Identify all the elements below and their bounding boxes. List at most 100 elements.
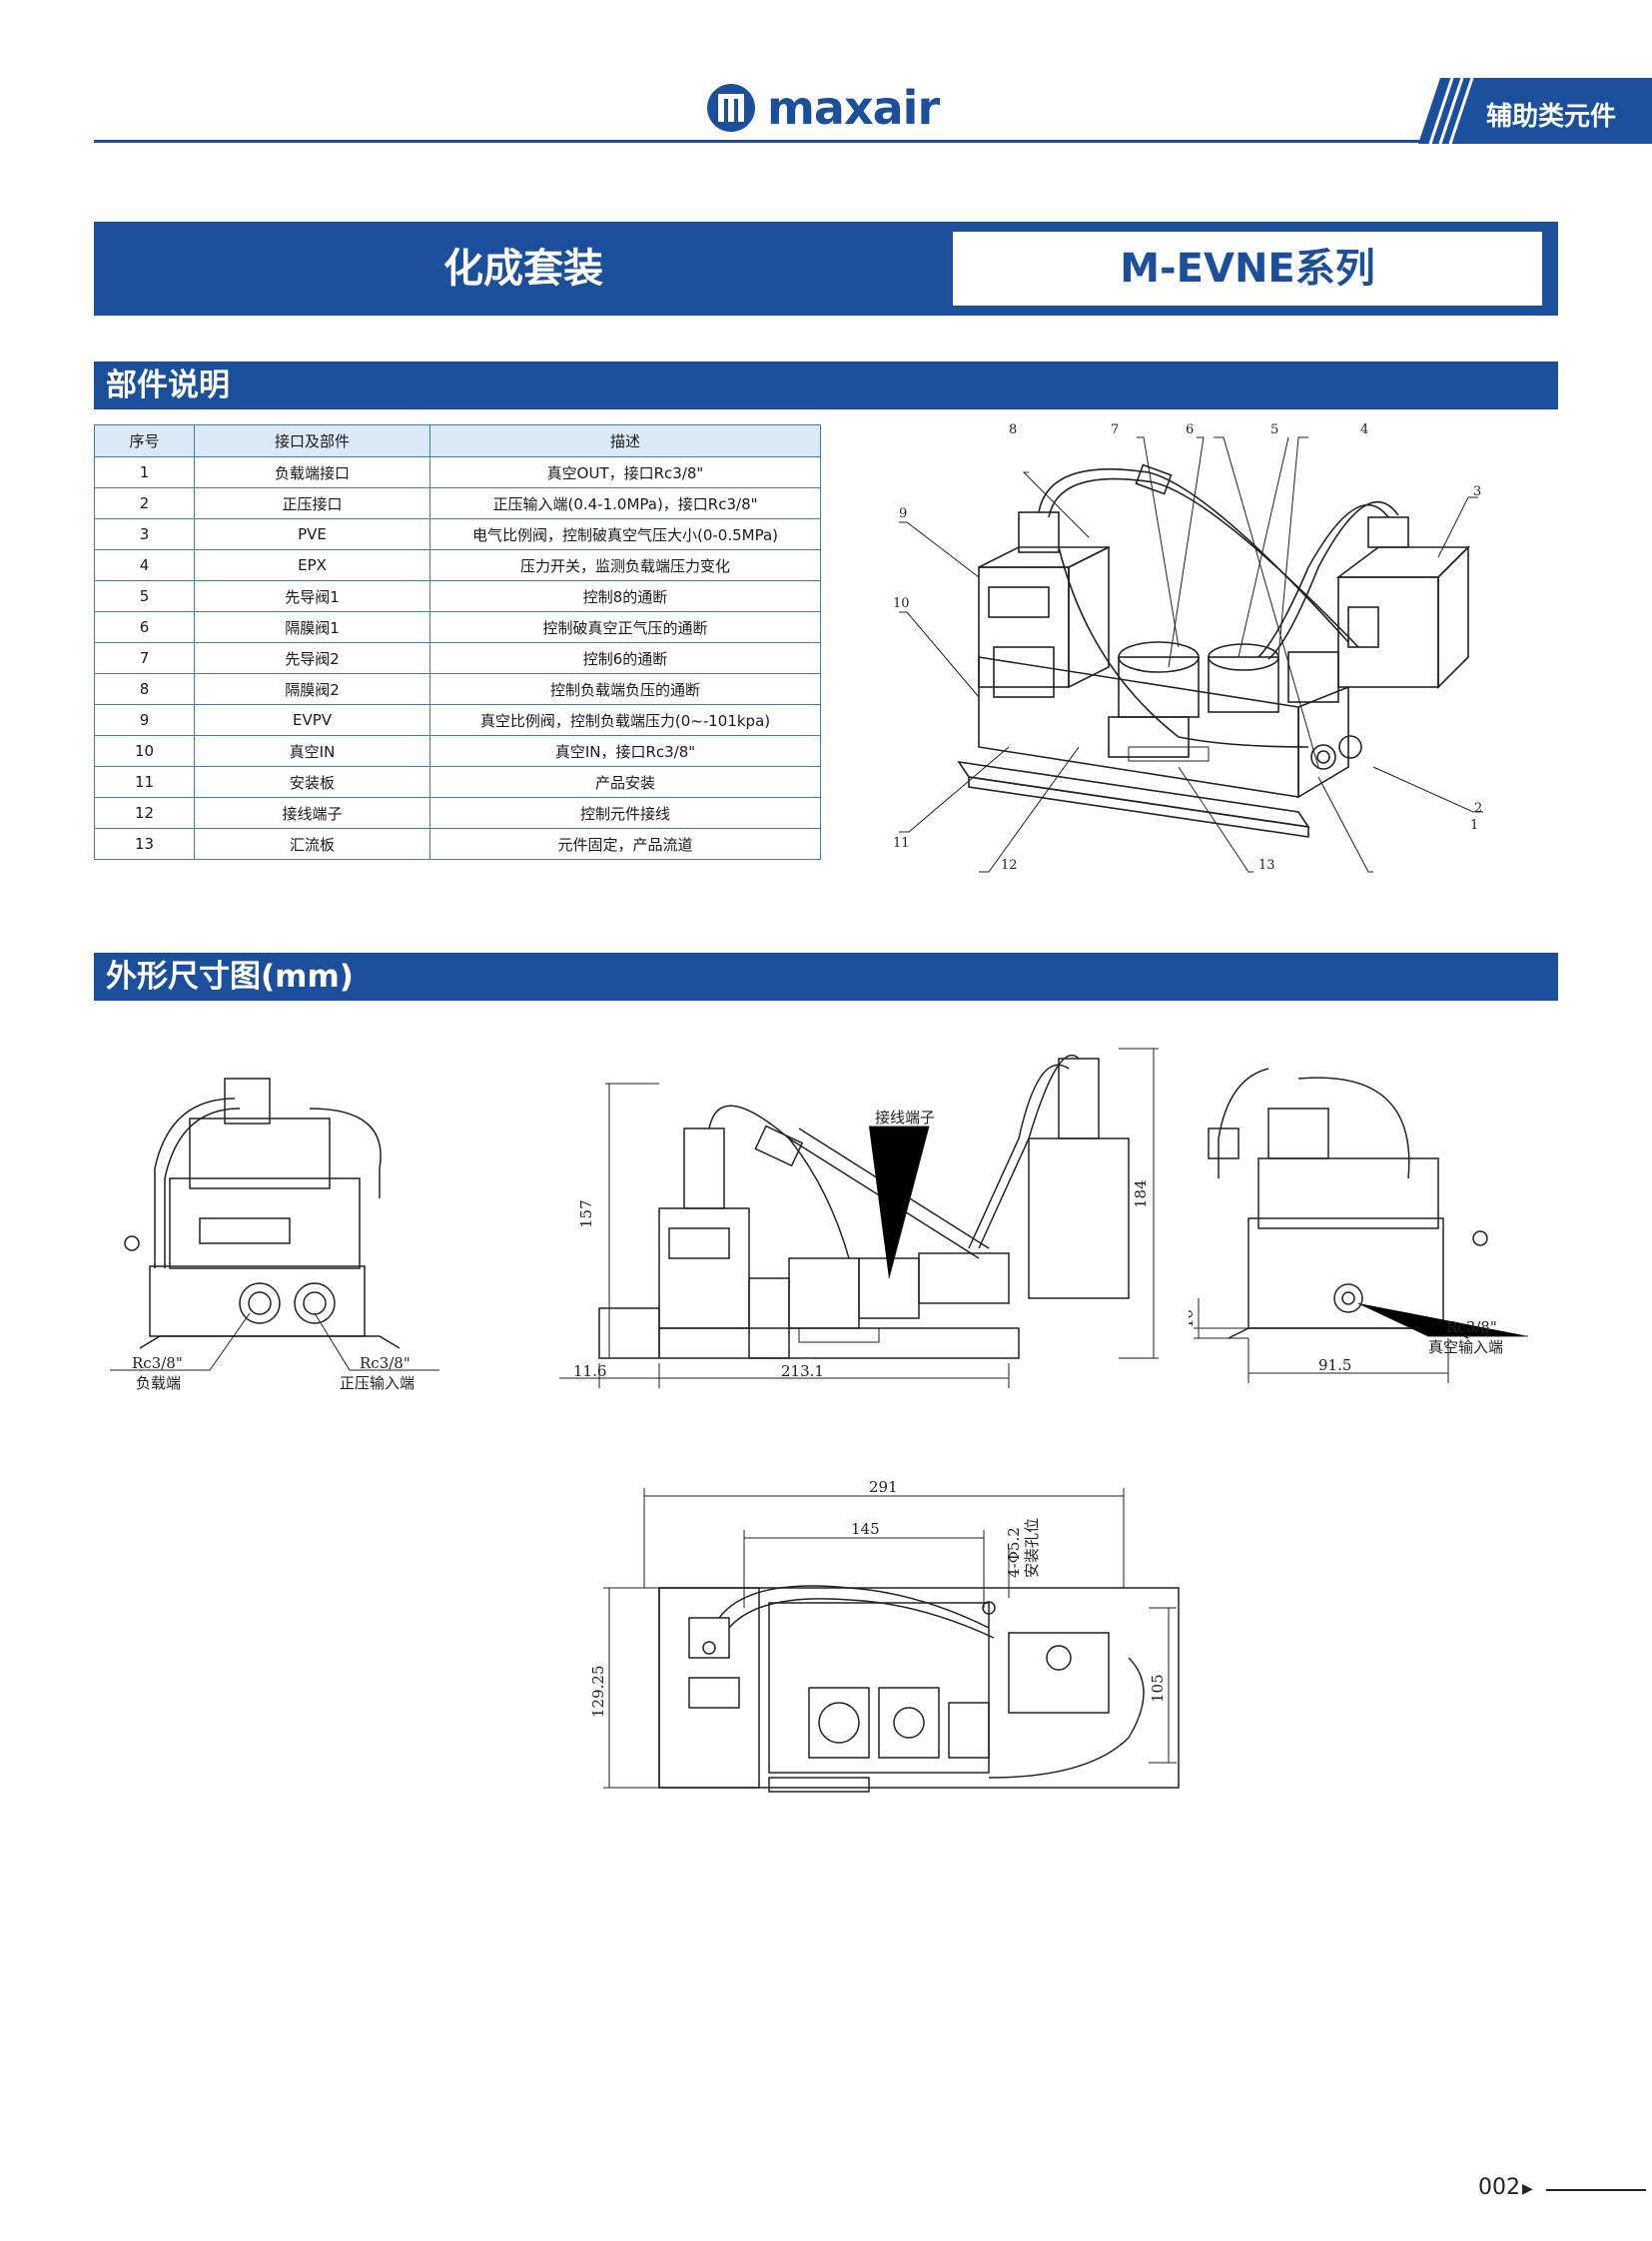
section-dimensions: 外形尺寸图(mm) (94, 953, 1558, 1001)
front-height-184: 184 (1132, 1179, 1150, 1208)
front-terminal-label: 接线端子 (875, 1109, 935, 1126)
top-height-105: 105 (1149, 1674, 1167, 1703)
section-parts: 部件说明 (94, 362, 1558, 409)
brand-name: maxair (767, 81, 940, 135)
series-name: M-EVNE系列 (1120, 246, 1375, 292)
header-index: 序号 (94, 424, 195, 457)
series-box (953, 232, 1542, 306)
row-description: 控制6的通断 (429, 642, 821, 674)
page-arrow-icon: ▶ (1522, 2181, 1533, 2197)
right-width-91-5: 91.5 (1318, 1356, 1351, 1374)
front-height-157: 157 (577, 1199, 595, 1228)
row-part: EVPV (194, 704, 430, 736)
top-length-291: 291 (869, 1478, 898, 1496)
header-part: 接口及部件 (194, 424, 430, 457)
row-part: 隔膜阀2 (194, 673, 430, 705)
left-port1-label: 负载端 (136, 1374, 181, 1392)
callout-1: 1 (1470, 818, 1478, 833)
header-description: 描述 (429, 424, 821, 457)
callout-4: 4 (1360, 422, 1368, 437)
table-header-row: 序号 接口及部件 描述 (94, 424, 821, 457)
category-tab (1418, 78, 1652, 144)
row-index: 1 (94, 456, 195, 488)
row-index: 11 (94, 766, 195, 798)
left-port1-spec: Rc3/8" (132, 1354, 183, 1372)
row-description: 控制负载端负压的通断 (429, 673, 821, 705)
top-spacing-145: 145 (851, 1520, 880, 1538)
row-description: 正压输入端(0.4-1.0MPa)，接口Rc3/8" (429, 487, 821, 519)
category-label: 辅助类元件 (1486, 102, 1617, 132)
row-index: 5 (94, 580, 195, 612)
row-index: 3 (94, 518, 195, 550)
row-index: 10 (94, 735, 195, 767)
row-index: 6 (94, 611, 195, 643)
footer-rule (1546, 2189, 1646, 2191)
left-side-view-drawing: Rc3/8" 负载端 Rc3/8" 正压输入端 (110, 1078, 439, 1392)
callout-13: 13 (1258, 858, 1275, 873)
row-part: 先导阀2 (194, 642, 430, 674)
top-depth-129-25: 129.25 (589, 1666, 607, 1719)
callout-12: 12 (1001, 858, 1018, 873)
callout-10: 10 (893, 596, 910, 611)
callout-2: 2 (1474, 801, 1482, 816)
row-index: 13 (94, 828, 195, 860)
row-index: 2 (94, 487, 195, 519)
row-index: 7 (94, 642, 195, 674)
callout-8: 8 (1009, 422, 1017, 437)
right-base-height-10: 10 (1189, 1309, 1197, 1328)
row-description: 真空OUT，接口Rc3/8" (429, 456, 821, 488)
left-port2-label: 正压输入端 (340, 1374, 414, 1392)
row-part: 先导阀1 (194, 580, 430, 612)
row-description: 真空比例阀，控制负载端压力(0~-101kpa) (429, 704, 821, 736)
row-description: 产品安装 (429, 766, 821, 798)
row-description: 压力开关，监测负载端压力变化 (429, 549, 821, 581)
row-index: 4 (94, 549, 195, 581)
front-view-drawing: 157 184 11.6 213.1 接线端子 (559, 1048, 1159, 1388)
row-index: 8 (94, 673, 195, 705)
front-width-213-1: 213.1 (781, 1362, 824, 1380)
row-description: 元件固定，产品流道 (429, 828, 821, 860)
callout-7: 7 (1111, 422, 1119, 437)
row-part: 汇流板 (194, 828, 430, 860)
callout-5: 5 (1270, 422, 1278, 437)
assembly-isometric-drawing: 1 2 3 4 5 6 7 8 9 10 11 12 13 (893, 422, 1483, 873)
row-description: 控制元件接线 (429, 797, 821, 829)
row-index: 9 (94, 704, 195, 736)
left-port2-spec: Rc3/8" (360, 1354, 411, 1372)
row-part: 安装板 (194, 766, 430, 798)
page-number: 002 (1478, 2175, 1520, 2200)
row-description: 真空IN，接口Rc3/8" (429, 735, 821, 767)
row-description: 电气比例阀，控制破真空气压大小(0-0.5MPa) (429, 518, 821, 550)
row-index: 12 (94, 797, 195, 829)
top-view-drawing: 291 145 4-Φ5.2 安装孔位 129.25 105 (589, 1478, 1180, 1793)
right-port-spec: Rc3/8" (1446, 1318, 1497, 1336)
right-port-label: 真空输入端 (1428, 1338, 1503, 1356)
row-part: PVE (194, 518, 430, 550)
row-part: 正压接口 (194, 487, 430, 519)
row-part: 接线端子 (194, 797, 430, 829)
row-part: 真空IN (194, 735, 430, 767)
product-title: 化成套装 (443, 246, 603, 292)
front-offset-11-6: 11.6 (573, 1362, 606, 1380)
row-description: 控制8的通断 (429, 580, 821, 612)
row-description: 控制破真空正气压的通断 (429, 611, 821, 643)
top-hole-label: 安装孔位 (1023, 1518, 1041, 1578)
row-part: EPX (194, 549, 430, 581)
callout-6: 6 (1186, 422, 1194, 437)
right-side-view-drawing: 10 91.5 Rc3/8" 真空输入端 (1189, 1068, 1528, 1383)
brand-logo: maxair (705, 78, 940, 138)
row-part: 隔膜阀1 (194, 611, 430, 643)
